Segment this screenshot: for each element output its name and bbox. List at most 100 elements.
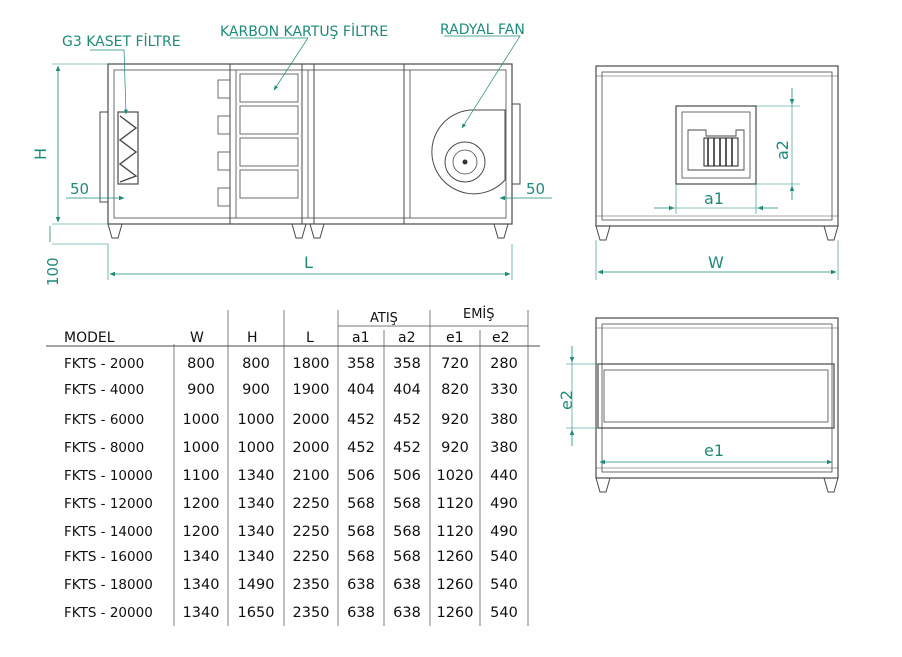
table-cell-a2: 568 <box>393 496 421 512</box>
table-cell-l: 2100 <box>293 468 330 484</box>
table-cell-l: 2250 <box>293 496 330 512</box>
table-cell-l: 2250 <box>293 524 330 540</box>
table-cell-e1: 1120 <box>437 496 474 512</box>
table-cell-l: 2250 <box>293 549 330 565</box>
table-header-l: L <box>306 330 314 346</box>
table-cell-e1: 920 <box>441 412 469 428</box>
radial-fan-drawing <box>431 109 506 195</box>
table-cell-a1: 452 <box>347 412 375 428</box>
rear-view <box>595 317 839 493</box>
label-radial-fan: RADYAL FAN <box>440 22 525 38</box>
table-cell-h: 1340 <box>238 549 275 565</box>
dim-50-right: 50 <box>526 180 545 198</box>
table-header-e2: e2 <box>492 330 510 346</box>
fan-wheel-front <box>703 137 739 167</box>
table-cell-e2: 330 <box>490 382 518 398</box>
table-cell-e1: 720 <box>441 356 469 372</box>
table-group-atis: ATIŞ <box>370 311 398 326</box>
table-cell-a1: 452 <box>347 440 375 456</box>
table-cell-e1: 1020 <box>437 468 474 484</box>
table-cell-h: 800 <box>242 356 270 372</box>
table-cell-a2: 358 <box>393 356 421 372</box>
table-cell-model: FKTS - 10000 <box>64 468 153 484</box>
table-cell-h: 1340 <box>238 468 275 484</box>
dim-e2: e2 <box>557 390 576 410</box>
table-cell-l: 2350 <box>293 577 330 593</box>
table-cell-h: 900 <box>242 382 270 398</box>
label-carbon-filter: KARBON KARTUŞ FİLTRE <box>220 22 388 40</box>
table-header-model: MODEL <box>64 330 115 346</box>
front-view <box>595 65 839 241</box>
table-cell-a1: 638 <box>347 605 375 621</box>
table-cell-w: 1200 <box>183 496 220 512</box>
table-header-a1: a1 <box>352 330 370 346</box>
table-cell-e2: 380 <box>490 412 518 428</box>
table-cell-a2: 452 <box>393 440 421 456</box>
label-g3-filter: G3 KASET FİLTRE <box>62 32 181 50</box>
rear-dimensions <box>566 346 833 465</box>
table-cell-e1: 920 <box>441 440 469 456</box>
table-cell-e2: 380 <box>490 440 518 456</box>
table-cell-h: 1000 <box>238 440 275 456</box>
table-cell-e1: 820 <box>441 382 469 398</box>
table-cell-a1: 358 <box>347 356 375 372</box>
carbon-cartridges <box>217 73 299 207</box>
dim-l: L <box>304 253 313 272</box>
table-cell-model: FKTS - 2000 <box>64 356 144 372</box>
table-cell-l: 1800 <box>293 356 330 372</box>
table-cell-e1: 1120 <box>437 524 474 540</box>
table-cell-a1: 506 <box>347 468 375 484</box>
table-cell-model: FKTS - 20000 <box>64 605 153 621</box>
table-cell-a1: 404 <box>347 382 375 398</box>
table-cell-a2: 568 <box>393 524 421 540</box>
table-cell-a1: 568 <box>347 549 375 565</box>
table-cell-w: 1200 <box>183 524 220 540</box>
dim-a2: a2 <box>773 140 792 160</box>
table-cell-l: 1900 <box>293 382 330 398</box>
dim-h: H <box>31 148 50 160</box>
table-cell-e2: 540 <box>490 605 518 621</box>
table-cell-w: 1000 <box>183 440 220 456</box>
table-cell-l: 2000 <box>293 440 330 456</box>
table-cell-h: 1650 <box>238 605 275 621</box>
table-cell-a2: 568 <box>393 549 421 565</box>
table-cell-w: 900 <box>187 382 215 398</box>
table-cell-w: 800 <box>187 356 215 372</box>
table-cell-w: 1340 <box>183 577 220 593</box>
table-cell-a2: 506 <box>393 468 421 484</box>
table-cell-e1: 1260 <box>437 577 474 593</box>
table-cell-a2: 638 <box>393 605 421 621</box>
table-cell-model: FKTS - 14000 <box>64 524 153 540</box>
table-header-a2: a2 <box>398 330 416 346</box>
dim-w: W <box>708 253 724 272</box>
table-cell-l: 2350 <box>293 605 330 621</box>
table-cell-h: 1340 <box>238 496 275 512</box>
table-cell-e2: 490 <box>490 524 518 540</box>
table-cell-model: FKTS - 18000 <box>64 577 153 593</box>
model-table: ATIŞ EMİŞ MODEL W H L a1 a2 e1 e2 FKTS -… <box>46 306 540 626</box>
table-cell-a1: 568 <box>347 496 375 512</box>
table-cell-e2: 540 <box>490 577 518 593</box>
table-cell-h: 1000 <box>238 412 275 428</box>
front-dimensions <box>595 88 839 280</box>
table-cell-model: FKTS - 4000 <box>64 382 144 398</box>
label-leaders <box>90 35 521 129</box>
table-cell-e2: 540 <box>490 549 518 565</box>
table-cell-e1: 1260 <box>437 549 474 565</box>
table-cell-a2: 404 <box>393 382 421 398</box>
table-cell-a1: 638 <box>347 577 375 593</box>
side-dimensions <box>49 63 552 280</box>
table-cell-model: FKTS - 16000 <box>64 549 153 565</box>
table-header-w: W <box>190 330 204 346</box>
table-cell-e1: 1260 <box>437 605 474 621</box>
dim-e1: e1 <box>704 441 724 460</box>
table-row: FKTS - 4000 900 900 1900 404 404 820 330 <box>64 382 518 398</box>
